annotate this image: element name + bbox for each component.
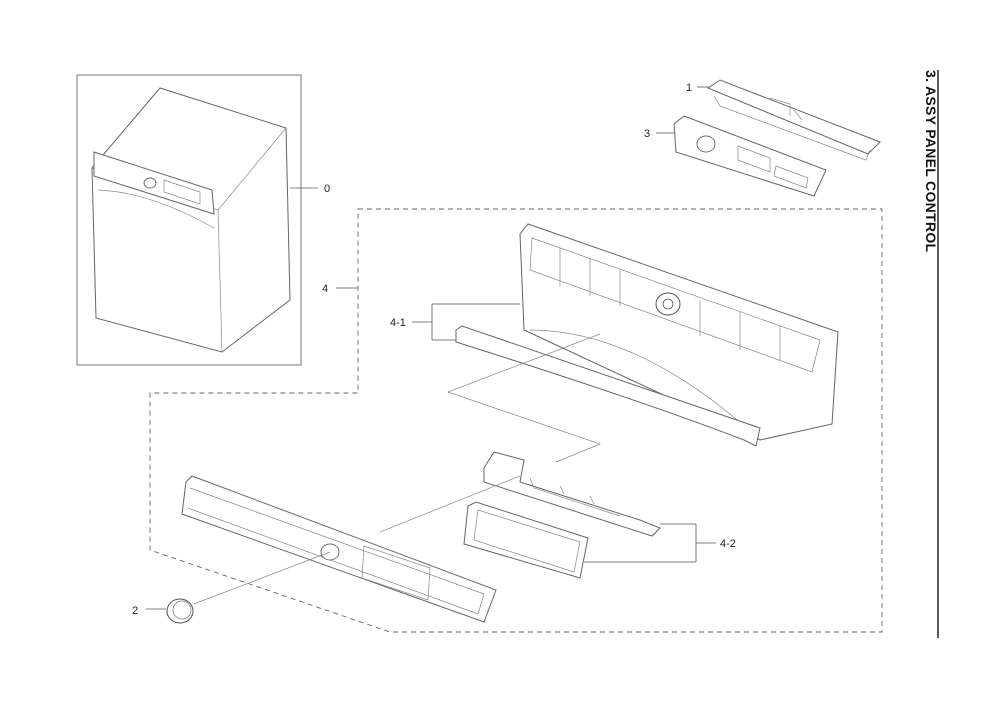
housing-outline <box>519 223 839 441</box>
washer-display <box>163 179 201 205</box>
callout-4: 4 <box>322 283 328 295</box>
part-3-pcb: 3 <box>644 115 827 197</box>
assembly-0-washer: 0 <box>76 74 330 366</box>
guide-4-2 <box>379 475 521 533</box>
callout-1: 1 <box>686 82 692 94</box>
knob-face <box>172 600 192 620</box>
callout-0: 0 <box>324 183 330 195</box>
pcb-knob <box>696 135 716 153</box>
washer-body <box>91 87 291 353</box>
assembly-4-boundary <box>149 208 883 633</box>
guide-4-1 <box>447 333 601 463</box>
housing-curve <box>529 329 761 441</box>
display-window-inner <box>473 509 581 573</box>
front-panel-inner <box>187 487 485 615</box>
part-1-bracket: 1 <box>686 79 881 161</box>
callout-3: 3 <box>644 128 650 140</box>
washer-knob <box>143 177 157 189</box>
housing-knob-center <box>662 298 674 310</box>
trim-strip <box>455 325 761 447</box>
section-title: 3. ASSY PANEL CONTROL <box>923 70 939 253</box>
washer-frame <box>76 74 302 366</box>
housing-ribs <box>559 248 781 360</box>
washer-side-edge <box>217 209 223 353</box>
front-panel-display <box>361 545 431 601</box>
pcb-display <box>737 145 809 189</box>
front-panel-outline <box>181 475 497 623</box>
housing-inner <box>529 237 821 373</box>
callout-4-1: 4-1 <box>390 317 406 329</box>
assembly-4-2-display: 4-2 <box>379 451 736 579</box>
washer-panel-curve <box>97 189 215 229</box>
front-panel <box>181 475 497 623</box>
display-window <box>463 501 589 579</box>
section-title-group: 3. ASSY PANEL CONTROL <box>923 70 939 638</box>
callout-2: 2 <box>132 605 138 617</box>
bracket-detail <box>713 95 871 161</box>
pcb-outline <box>673 115 827 197</box>
guide-2 <box>193 551 331 605</box>
assembly-4-1-housing: 4-1 <box>390 223 839 463</box>
part-2-knob: 2 <box>132 551 331 624</box>
callout-4-2: 4-2 <box>720 538 736 550</box>
display-bracket-detail <box>529 477 621 517</box>
bracket-outline <box>706 79 881 155</box>
